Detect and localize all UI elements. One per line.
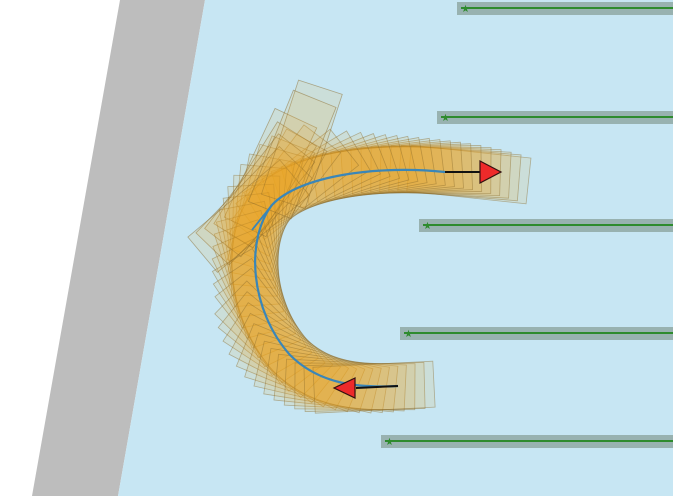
goal-arrowhead-icon bbox=[332, 377, 356, 399]
footprint-rect bbox=[217, 291, 342, 404]
footprint-rect bbox=[244, 332, 374, 414]
footprint-rect bbox=[212, 257, 319, 385]
footprint-rect bbox=[260, 79, 343, 209]
footprint-rect bbox=[218, 200, 288, 329]
star-marker-icon: ★ bbox=[461, 4, 470, 15]
parking-slot-5: ★ bbox=[381, 435, 673, 448]
wall-strip bbox=[32, 0, 205, 496]
trajectory-branch bbox=[251, 204, 273, 231]
footprint-rect bbox=[397, 144, 522, 202]
footprint-rect bbox=[227, 183, 281, 307]
footprint-rect bbox=[223, 107, 318, 238]
footprint-rect bbox=[228, 163, 288, 289]
footprint-rect bbox=[226, 135, 316, 265]
footprint-rect bbox=[273, 353, 399, 413]
footprint-rect bbox=[263, 347, 390, 414]
footprint-rect bbox=[235, 323, 366, 413]
footprint-rect bbox=[204, 133, 316, 258]
goal-pose-arrow bbox=[332, 377, 399, 399]
footprint-rect bbox=[195, 145, 313, 266]
footprint-rect bbox=[280, 135, 410, 212]
footprint-rect bbox=[213, 121, 318, 249]
parking-slot-2: ★ bbox=[437, 111, 673, 124]
star-marker-icon: ★ bbox=[423, 221, 432, 232]
trajectory-path bbox=[254, 168, 446, 388]
parking-slot-3: ★ bbox=[419, 219, 673, 232]
parking-slots: ★ ★ ★ ★ ★ bbox=[381, 2, 673, 448]
footprint-rect bbox=[187, 159, 310, 273]
footprint-rect bbox=[251, 131, 381, 227]
parking-slot-4: ★ bbox=[400, 327, 673, 340]
footprint-rect bbox=[230, 124, 342, 249]
start-pose-arrow bbox=[445, 160, 503, 184]
star-marker-icon: ★ bbox=[385, 437, 394, 448]
footprint-rect bbox=[406, 144, 532, 205]
footprint-rect bbox=[211, 238, 307, 368]
start-arrowhead-icon bbox=[479, 160, 503, 184]
footprint-rect bbox=[214, 280, 334, 399]
star-marker-icon: ★ bbox=[404, 329, 413, 340]
star-marker-icon: ★ bbox=[441, 113, 450, 124]
footprint-rect bbox=[247, 89, 337, 220]
footprint-rect bbox=[212, 228, 302, 359]
footprint-rect bbox=[215, 210, 292, 339]
footprint-rect bbox=[270, 134, 401, 216]
parking-slot-1: ★ bbox=[457, 2, 673, 15]
